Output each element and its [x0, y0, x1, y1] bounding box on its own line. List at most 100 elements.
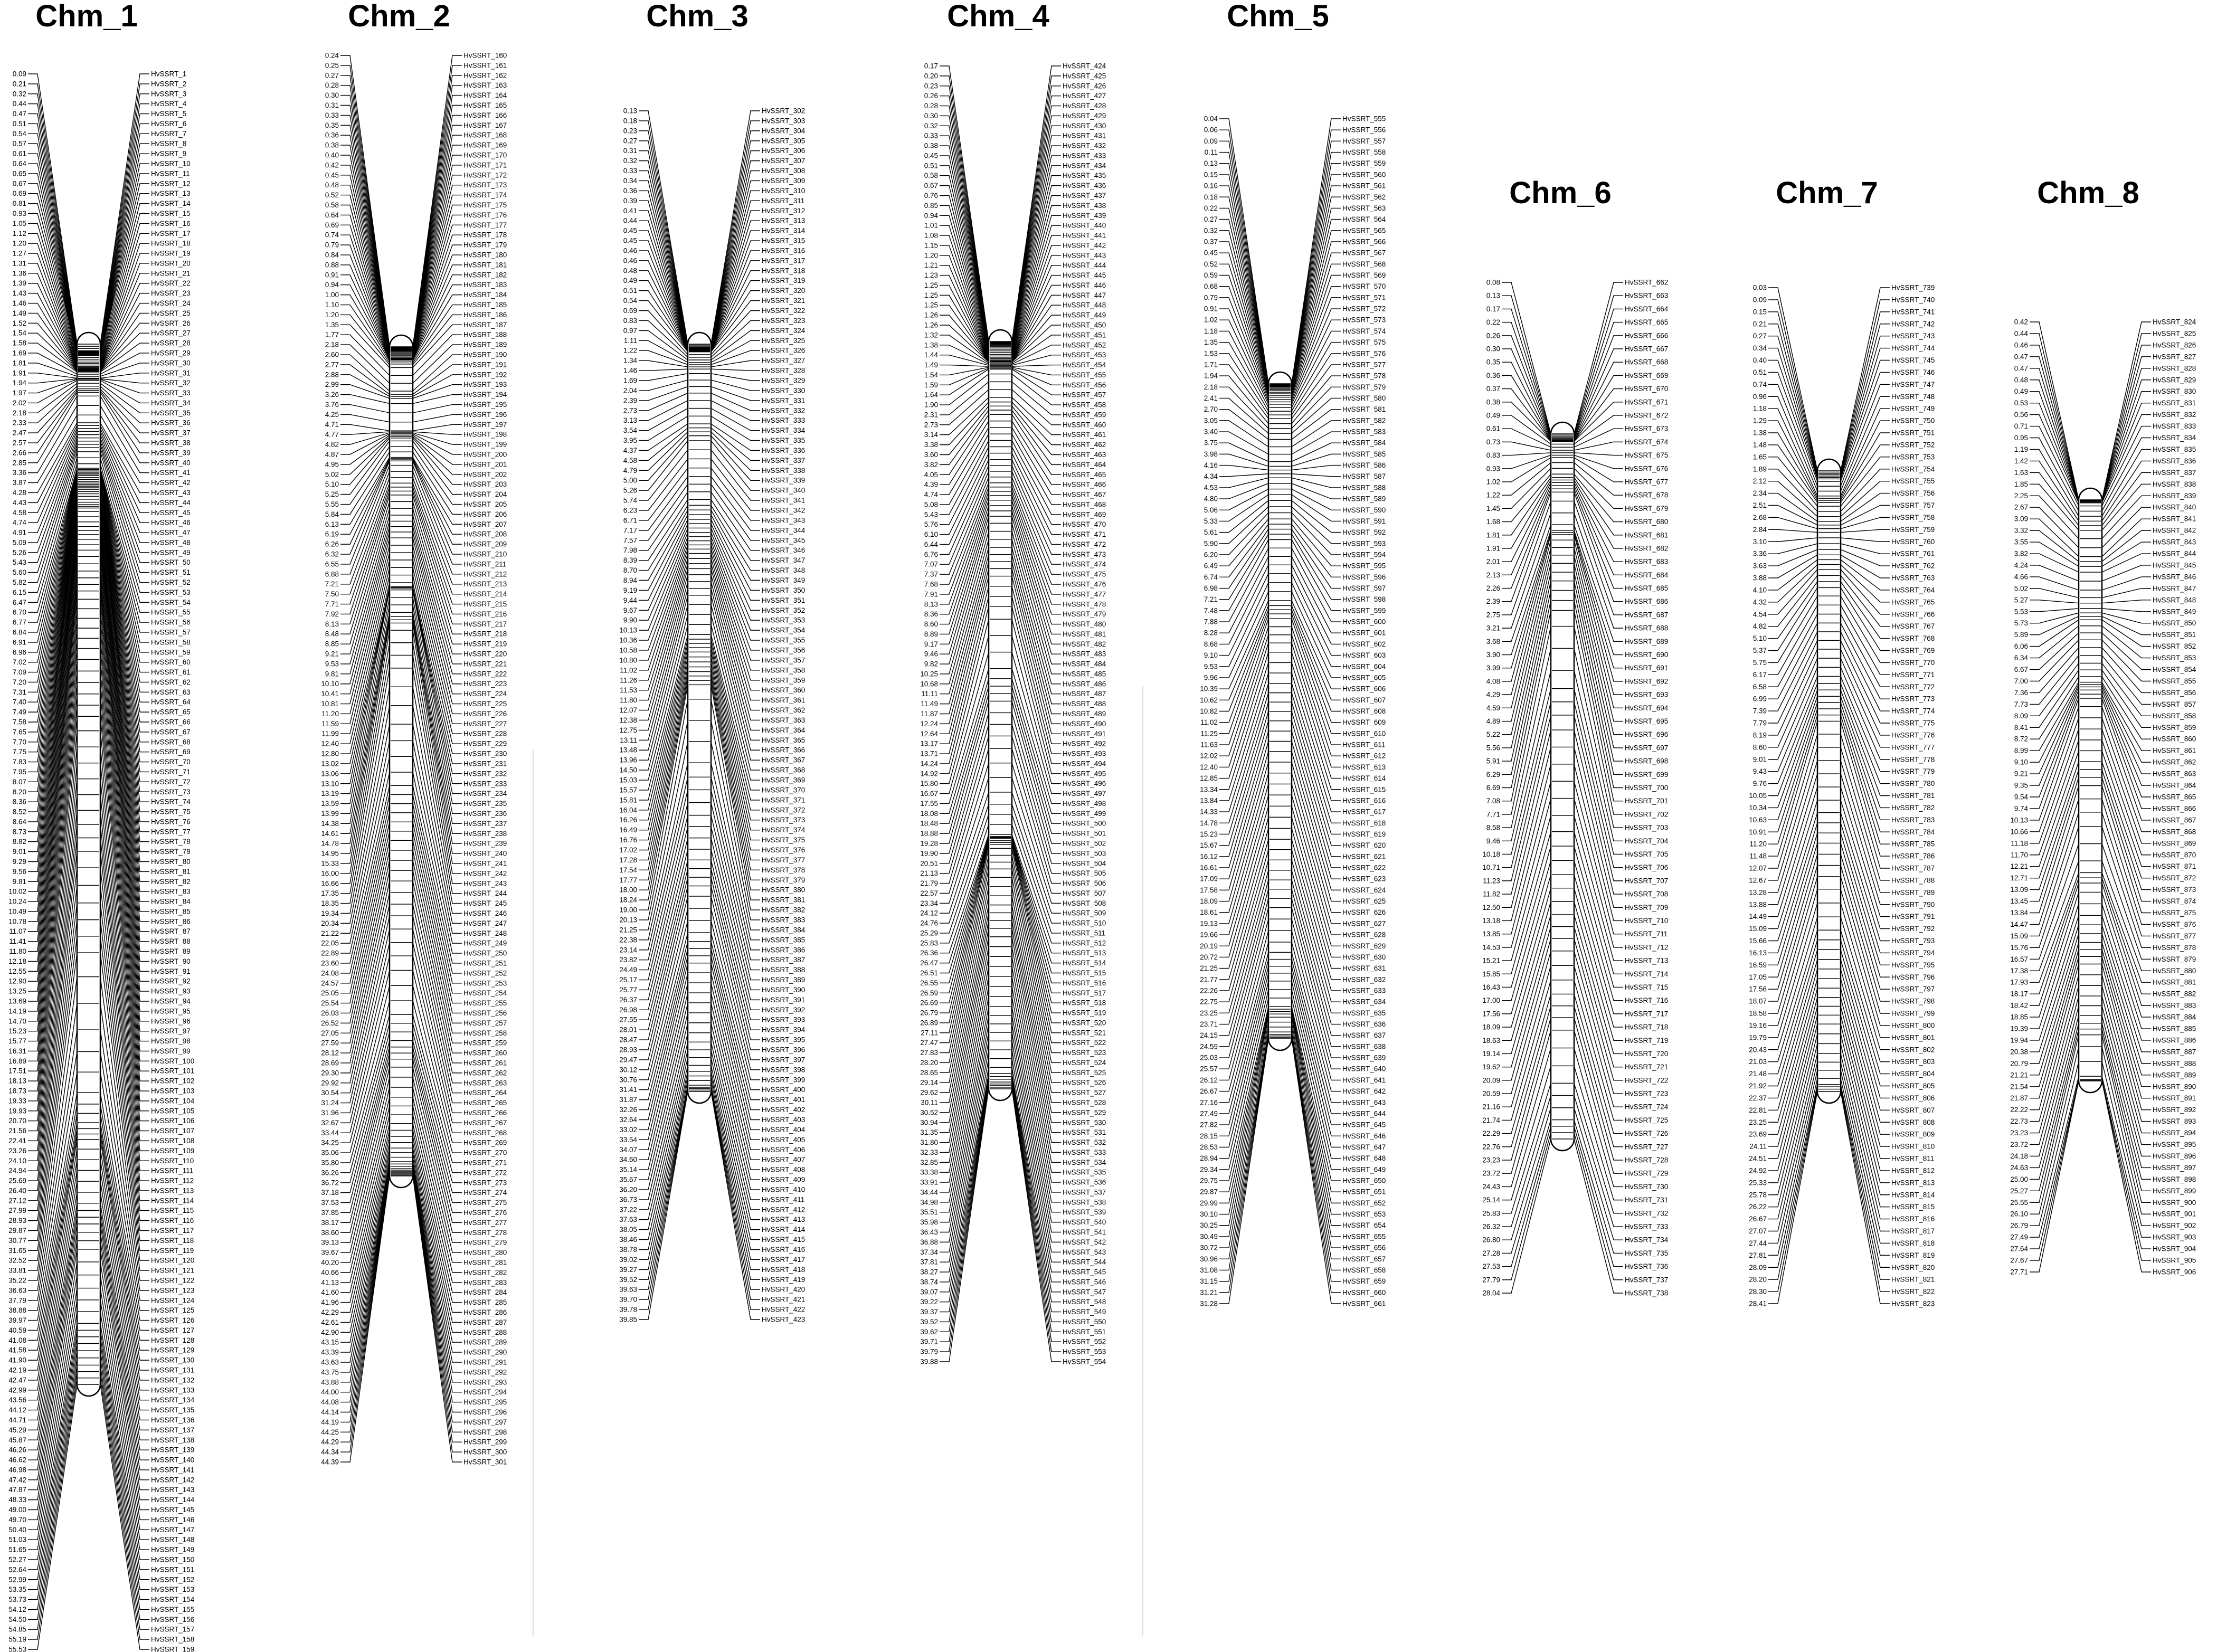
leader-line-right: [1291, 252, 1341, 393]
position-label: 26.36: [920, 949, 938, 957]
leader-line-right: [412, 545, 462, 705]
leader-line-right: [412, 446, 462, 505]
leader-line-right: [2101, 826, 2151, 948]
leader-line-left: [1768, 492, 1818, 522]
marker-label: HvSSRT_571: [1342, 293, 1386, 301]
chromosome-title: Chm_1: [35, 0, 137, 33]
marker-label: HvSSRT_516: [1063, 979, 1106, 987]
leader-line-right: [412, 1169, 462, 1393]
leader-line-left: [639, 310, 688, 355]
leader-line-right: [100, 488, 149, 753]
leader-line-left: [28, 1311, 78, 1550]
position-label: 7.36: [2014, 689, 2028, 697]
position-label: 35.98: [920, 1218, 938, 1226]
leader-line-left: [1219, 828, 1269, 969]
position-label: 10.63: [1749, 816, 1767, 824]
leader-line-right: [1574, 1030, 1623, 1174]
leader-line-right: [412, 460, 462, 555]
position-label: 39.63: [619, 1286, 637, 1294]
marker-label: HvSSRT_130: [151, 1356, 194, 1364]
position-label: 9.10: [1204, 651, 1218, 659]
position-label: 0.08: [1486, 279, 1500, 287]
leader-line-left: [1768, 1086, 1818, 1280]
marker-label: HvSSRT_421: [762, 1296, 805, 1304]
leader-line-left: [340, 1175, 390, 1452]
marker-label: HvSSRT_831: [2153, 399, 2196, 407]
marker-label: HvSSRT_636: [1342, 1020, 1386, 1028]
leader-line-right: [1011, 547, 1061, 695]
marker-label: HvSSRT_727: [1625, 1143, 1668, 1151]
leader-line-left: [28, 1128, 78, 1361]
position-label: 4.82: [325, 441, 339, 449]
position-label: 3.90: [1486, 651, 1500, 659]
marker-label: HvSSRT_210: [463, 550, 507, 558]
position-label: 2.67: [2014, 504, 2028, 511]
position-label: 0.84: [325, 251, 339, 259]
marker-label: HvSSRT_62: [151, 678, 191, 686]
leader-line-left: [2030, 728, 2079, 844]
position-label: 14.33: [1200, 808, 1218, 816]
leader-line-left: [1219, 263, 1269, 394]
marker-label: HvSSRT_775: [1891, 719, 1935, 727]
leader-line-right: [1011, 834, 1061, 954]
position-label: 44.08: [321, 1398, 339, 1406]
marker-label: HvSSRT_803: [1891, 1058, 1935, 1066]
marker-label: HvSSRT_684: [1625, 571, 1669, 579]
position-label: 25.78: [1749, 1191, 1767, 1199]
position-label: 4.77: [325, 431, 339, 439]
marker-label: HvSSRT_574: [1342, 327, 1386, 335]
position-label: 5.33: [1204, 517, 1218, 525]
leader-line-left: [940, 1032, 989, 1243]
leader-line-left: [340, 214, 390, 355]
leader-line-right: [1574, 1132, 1623, 1280]
chromosome-body: [988, 329, 1013, 1102]
leader-line-right: [1840, 287, 1890, 471]
leader-line-right: [2101, 655, 2151, 705]
leader-line-left: [2030, 1034, 2079, 1203]
leader-line-left: [940, 686, 989, 824]
leader-line-left: [28, 638, 78, 1042]
marker-label: HvSSRT_563: [1342, 204, 1386, 212]
marker-label: HvSSRT_511: [1063, 929, 1105, 937]
position-label: 11.49: [921, 700, 938, 708]
marker-label: HvSSRT_480: [1063, 620, 1106, 628]
leader-line-right: [710, 860, 760, 1020]
leader-line-right: [412, 125, 462, 349]
position-label: 23.69: [1749, 1131, 1767, 1138]
position-label: 9.21: [2014, 770, 2028, 778]
leader-line-right: [412, 892, 462, 1074]
marker-label: HvSSRT_753: [1891, 453, 1935, 461]
position-label: 34.25: [321, 1139, 339, 1147]
leader-line-left: [1768, 843, 1818, 977]
leader-line-right: [100, 618, 149, 1022]
leader-line-right: [2101, 356, 2151, 501]
position-label: 17.58: [1200, 886, 1218, 894]
leader-line-right: [1011, 792, 1061, 914]
leader-line-left: [940, 1081, 989, 1323]
leader-line-left: [940, 115, 989, 344]
marker-label: HvSSRT_724: [1625, 1103, 1669, 1111]
leader-line-right: [100, 671, 149, 1071]
leader-line-right: [2101, 892, 2151, 1018]
leader-line-left: [28, 373, 78, 379]
leader-line-right: [100, 571, 149, 962]
leader-line-right: [1291, 609, 1341, 712]
leader-line-left: [1219, 185, 1269, 386]
marker-label: HvSSRT_742: [1891, 320, 1935, 328]
marker-label: HvSSRT_454: [1063, 361, 1106, 369]
marker-label: HvSSRT_575: [1342, 338, 1386, 346]
marker-label: HvSSRT_465: [1063, 471, 1106, 479]
leader-line-right: [710, 1002, 760, 1170]
position-label: 0.93: [1486, 464, 1500, 472]
leader-line-left: [1502, 452, 1551, 456]
leader-line-right: [2101, 612, 2151, 624]
leader-line-left: [1768, 715, 1818, 844]
position-label: 1.91: [13, 369, 26, 377]
leader-line-left: [639, 1012, 688, 1180]
leader-line-right: [1011, 284, 1061, 362]
marker-label: HvSSRT_193: [463, 381, 507, 388]
position-label: 49.70: [8, 1516, 26, 1524]
leader-line-right: [2101, 542, 2151, 567]
marker-label: HvSSRT_197: [463, 421, 507, 429]
leader-line-left: [340, 604, 390, 814]
